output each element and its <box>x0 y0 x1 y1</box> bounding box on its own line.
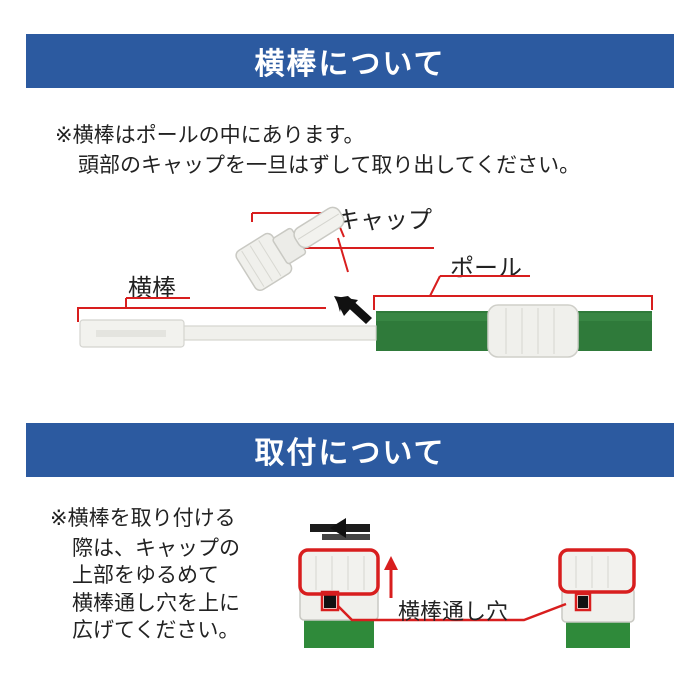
hole-leader-lines <box>320 590 592 622</box>
section-title-bar: 横棒について <box>254 47 446 82</box>
label-hole: 横棒通し穴 <box>398 600 509 625</box>
install-note-line-4: 横棒通し穴を上に <box>72 591 240 615</box>
section-title-install: 取付について <box>254 436 446 471</box>
bar-bracket <box>77 307 326 322</box>
section-banner-bar: 横棒について <box>26 34 674 88</box>
bar-illustration <box>79 319 377 348</box>
cap-loosen-illustration <box>298 518 398 648</box>
rotate-arrow-icon <box>330 518 346 538</box>
section-banner-install: 取付について <box>26 423 674 477</box>
cap-tightened-illustration <box>558 548 636 648</box>
pole-coupler <box>487 304 579 358</box>
label-pole: ポール <box>450 254 522 282</box>
note-line-1: ※横棒はポールの中にあります。 <box>55 123 365 147</box>
remove-arrow-icon <box>334 296 372 324</box>
cap-illustration <box>235 206 345 292</box>
note-line-2: 頭部のキャップを一旦はずして取り出してください。 <box>78 153 581 177</box>
install-note-line-1: ※横棒を取り付ける <box>50 506 236 530</box>
install-note-line-3: 上部をゆるめて <box>72 563 219 587</box>
label-cap: キャップ <box>336 206 432 234</box>
install-note-line-2: 際は、キャップの <box>72 536 240 560</box>
pole-bracket <box>373 295 653 310</box>
install-note-line-5: 広げてください。 <box>72 618 240 642</box>
